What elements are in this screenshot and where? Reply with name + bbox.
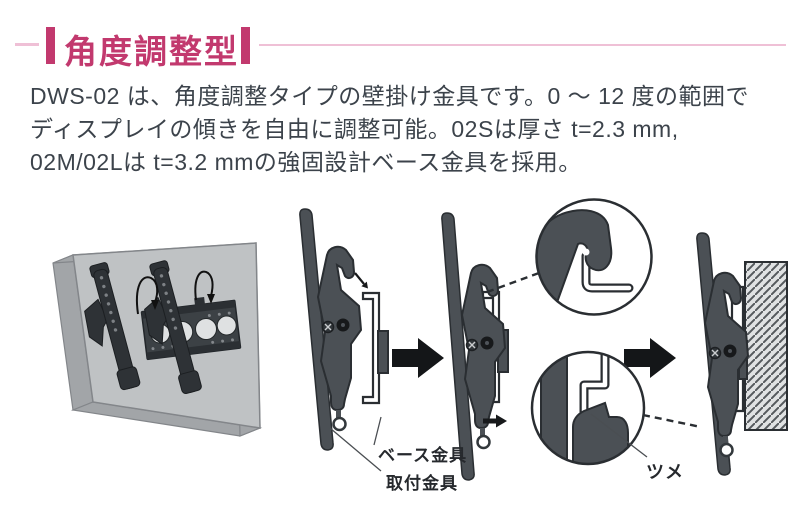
header-right-bar (241, 27, 250, 64)
header-rule (259, 44, 786, 46)
page-title: 角度調整型 (64, 33, 239, 70)
mount-bracket-label: 取付金具 (386, 474, 458, 493)
intro-line-2: ディスプレイの傾きを自由に調整可能。02Sは厚さ t=2.3 mm, (30, 116, 679, 142)
header-left-dash (15, 43, 39, 46)
hook-motion-arrow-left (136, 276, 159, 315)
right-rail (144, 260, 202, 395)
claw-detail-callout (530, 350, 646, 466)
slide-direction-arrow (483, 414, 507, 428)
base-bracket-profile (361, 291, 389, 405)
hook-motion-arrow-right (194, 270, 215, 304)
hook-direction-arrow (354, 272, 368, 289)
header-left-bar (46, 27, 55, 64)
intro-line-1: DWS-02 は、角度調整タイプの壁掛け金具です。0 ～ 12 度の範囲で (30, 83, 750, 109)
mount-bracket-body (316, 245, 363, 432)
intro-paragraph: DWS-02 は、角度調整タイプの壁掛け金具です。0 ～ 12 度の範囲で ディ… (30, 80, 780, 179)
arrow-right-icon (392, 338, 444, 378)
mount-bracket-body (703, 271, 750, 458)
side-view-mounted-diagram (696, 232, 788, 476)
base-bracket-label: ベース金具 (378, 446, 468, 465)
display-plate (441, 212, 475, 481)
wall-installation-illustration (52, 242, 263, 437)
arrow-right-icon (624, 338, 676, 378)
bracket-edge-closeup (540, 352, 568, 464)
pull-ring (719, 442, 734, 458)
side-view-step2-diagram (441, 212, 509, 481)
left-rail (84, 262, 141, 391)
hook-detail-callout (535, 198, 653, 316)
wall-section (744, 261, 788, 431)
side-view-step1-diagram (299, 208, 389, 451)
claw-label: ツメ (646, 462, 684, 482)
pull-ring (476, 434, 491, 450)
mount-bracket-body (460, 263, 507, 450)
intro-line-3: 02M/02Lは t=3.2 mmの強固設計ベース金具を採用。 (30, 149, 582, 175)
pull-ring (332, 416, 347, 432)
